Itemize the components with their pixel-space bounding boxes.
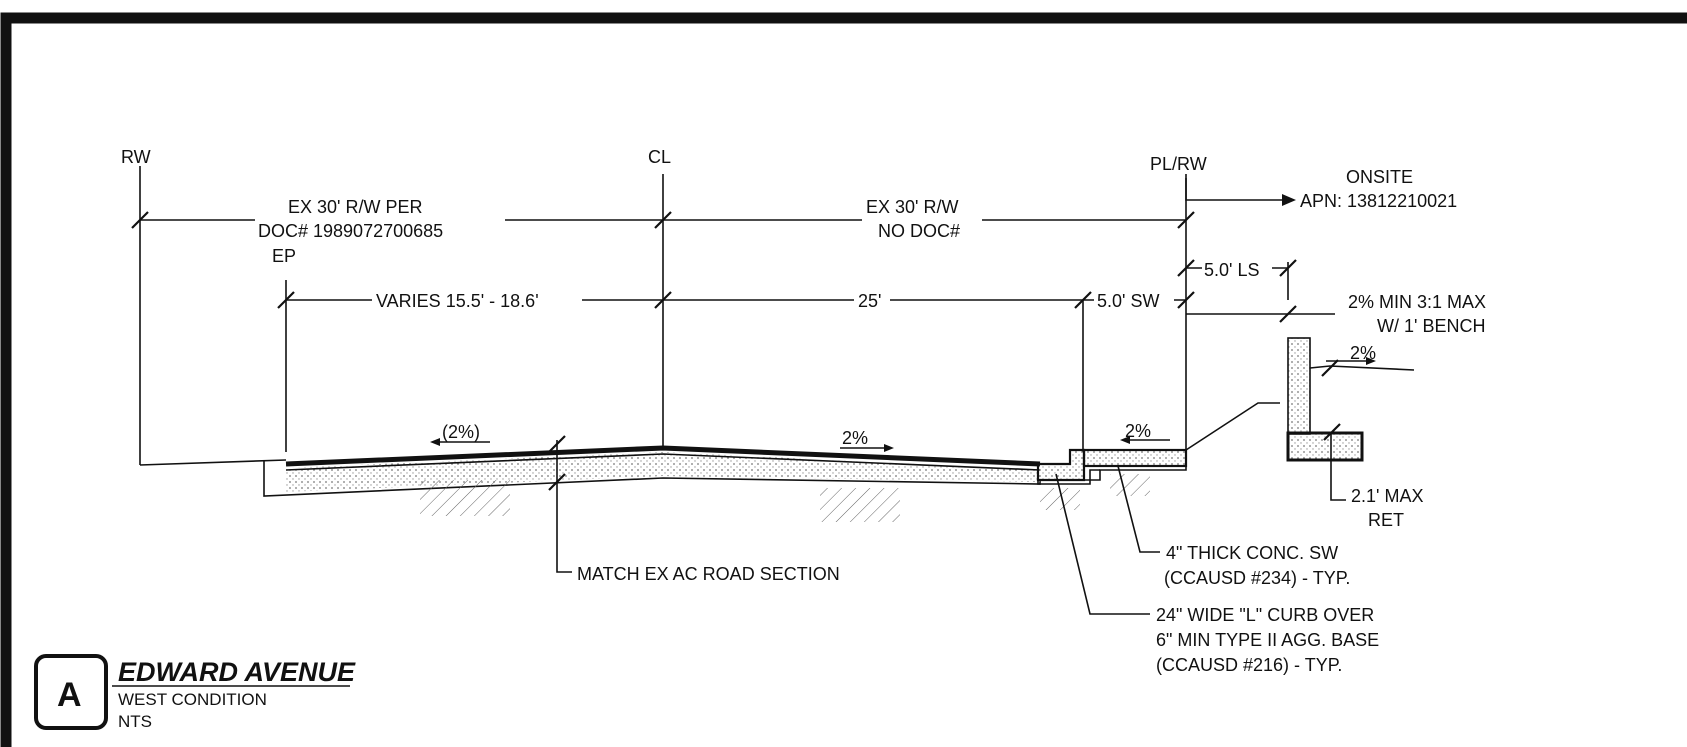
onsite-arrowhead [1282, 194, 1296, 206]
slope-onsite-label: 2% [1350, 343, 1376, 363]
slope-left-label: (2%) [442, 422, 480, 442]
doc-num-label: DOC# 1989072700685 [258, 221, 443, 241]
varies-label: VARIES 15.5' - 18.6' [376, 291, 539, 311]
rw-label: RW [121, 147, 151, 167]
slope-line [1185, 402, 1280, 451]
ex-rw-mask [862, 193, 982, 243]
title-badge-letter: A [57, 676, 82, 714]
ex-rw-label: EX 30' R/W [866, 197, 958, 217]
slope-sw-label: 2% [1125, 421, 1151, 441]
sw-label: 5.0' SW [1097, 291, 1159, 311]
curb-base [1037, 469, 1100, 485]
onsite-grade-line [1309, 365, 1415, 371]
match-ac-leader [556, 440, 572, 573]
onsite-bench-tick [1321, 359, 1339, 377]
dim-25-mask [854, 290, 890, 312]
ex-rw-per-label: EX 30' R/W PER [288, 197, 422, 217]
sw-mask [1094, 290, 1174, 312]
apn-label: APN: 13812210021 [1300, 191, 1457, 211]
match-ac-tick-2 [548, 473, 566, 491]
dim-25-label: 25' [858, 291, 881, 311]
concrete-sidewalk [1082, 448, 1188, 468]
slope-right-label: 2% [842, 428, 868, 448]
slope-min-max-label: 2% MIN 3:1 MAX [1348, 292, 1486, 312]
onsite-label: ONSITE [1346, 167, 1413, 187]
match-ac-label: MATCH EX AC ROAD SECTION [577, 564, 840, 584]
match-ac-tick [548, 435, 566, 453]
dimension-ticks [131, 211, 1297, 323]
curb-leader [1055, 473, 1150, 615]
title-badge-box [34, 654, 108, 730]
retaining-wall-footing [1286, 431, 1364, 462]
ls-mask [1202, 258, 1272, 280]
ep-label: EP [272, 246, 296, 266]
varies-mask [372, 290, 582, 312]
ret-label: 2.1' MAX [1351, 486, 1423, 506]
curb-label-3: (CCAUSD #216) - TYP. [1156, 655, 1342, 675]
no-doc-label: NO DOC# [878, 221, 960, 241]
pl-rw-label: PL/RW [1150, 154, 1207, 174]
conc-sw-leader [1117, 465, 1160, 553]
slope-arrows [430, 357, 1376, 452]
l-curb [1036, 448, 1086, 482]
ac-pavement [285, 445, 1041, 467]
scale-text: NTS [118, 712, 152, 731]
curb-label-2: 6" MIN TYPE II AGG. BASE [1156, 630, 1379, 650]
ret-label-2: RET [1368, 510, 1404, 530]
soil-hatch-symbols [420, 474, 1150, 522]
footing-tick [1323, 423, 1341, 441]
title-text: EDWARD AVENUE [118, 657, 356, 687]
subtitle-text: WEST CONDITION [118, 690, 267, 709]
cl-label: CL [648, 147, 671, 167]
existing-ground-line [139, 459, 287, 466]
sheet-border [0, 12, 1687, 747]
ex-rw-per-mask [255, 193, 505, 243]
retaining-wall-stem [1287, 337, 1311, 435]
conc-sw-label-2: (CCAUSD #234) - TYP. [1164, 568, 1350, 588]
ac-pavement-bottom [285, 453, 1041, 471]
ret-leader [1330, 434, 1346, 501]
curb-label-1: 24" WIDE "L" CURB OVER [1156, 605, 1374, 625]
conc-sw-label-1: 4" THICK CONC. SW [1166, 543, 1338, 563]
ls-label: 5.0' LS [1204, 260, 1259, 280]
bench-label: W/ 1' BENCH [1377, 316, 1485, 336]
onsite-arrow-line [1185, 178, 1282, 201]
